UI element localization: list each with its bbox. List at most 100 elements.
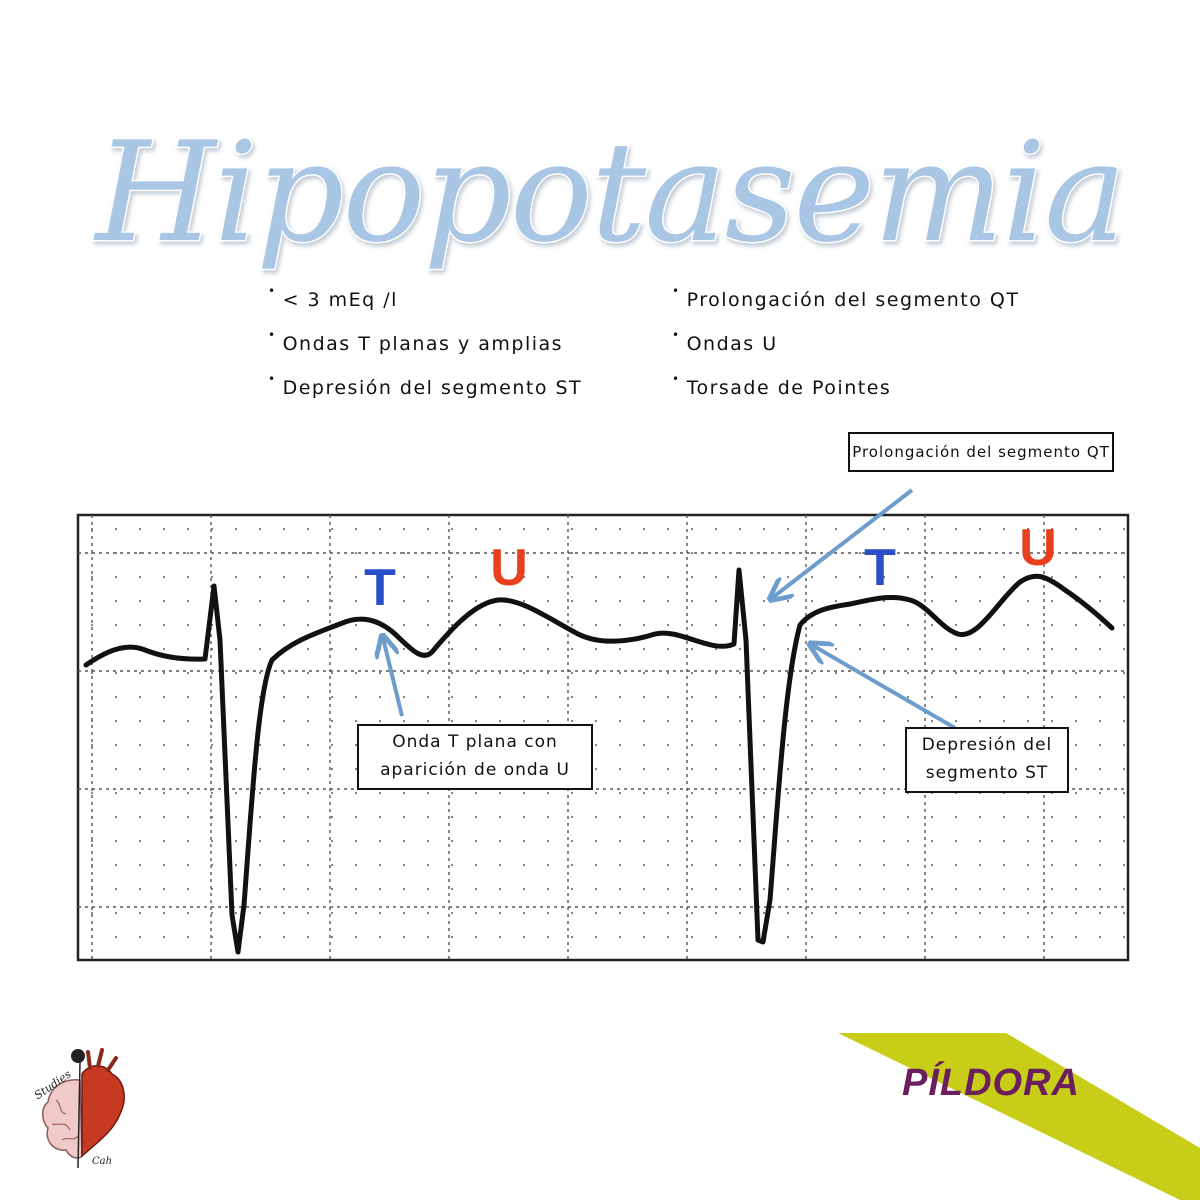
grid-dot [1050, 911, 1054, 915]
grid-dot [666, 863, 670, 867]
grid-dot [570, 575, 574, 579]
grid-dot [450, 575, 454, 579]
grid-dot [1002, 623, 1006, 627]
grid-dot [714, 671, 718, 675]
grid-dot [642, 623, 646, 627]
grid-dot [546, 551, 550, 555]
grid-dot [258, 647, 262, 651]
grid-dot [570, 719, 574, 723]
grid-dot [90, 599, 94, 603]
grid-dot [786, 911, 790, 915]
grid-dot [690, 767, 694, 771]
grid-dot [1026, 599, 1030, 603]
grid-dot [762, 647, 766, 651]
grid-dot [690, 887, 694, 891]
grid-dot [1050, 623, 1054, 627]
grid-dot [378, 935, 382, 939]
grid-dot [162, 743, 166, 747]
grid-dot [546, 815, 550, 819]
grid-dot [282, 575, 286, 579]
grid-dot [714, 551, 718, 555]
grid-dot [546, 863, 550, 867]
grid-dot [522, 863, 526, 867]
bullet-item: •Depresión del segmento ST [268, 372, 583, 399]
grid-dot [858, 767, 862, 771]
grid-dot [450, 719, 454, 723]
grid-dot [1002, 551, 1006, 555]
grid-dot [882, 767, 886, 771]
grid-dot [90, 791, 94, 795]
grid-dot [90, 863, 94, 867]
grid-dot [858, 815, 862, 819]
grid-dot [258, 791, 262, 795]
grid-dot [162, 911, 166, 915]
grid-dot [954, 551, 958, 555]
grid-dot [978, 575, 982, 579]
grid-dot [354, 839, 358, 843]
grid-dot [498, 623, 502, 627]
grid-dot [930, 671, 934, 675]
grid-dot [114, 887, 118, 891]
grid-dot [1002, 527, 1006, 531]
grid-dot [210, 743, 214, 747]
grid-dot [258, 743, 262, 747]
grid-dot [810, 575, 814, 579]
grid-dot [90, 815, 94, 819]
grid-dot [162, 599, 166, 603]
grid-dot [114, 695, 118, 699]
grid-dot [498, 815, 502, 819]
grid-dot [186, 599, 190, 603]
grid-dot [594, 647, 598, 651]
grid-dot [354, 887, 358, 891]
grid-dot [930, 575, 934, 579]
grid-dot [810, 599, 814, 603]
grid-dot [834, 551, 838, 555]
grid-dot [138, 719, 142, 723]
grid-dot [90, 695, 94, 699]
grid-dot [618, 551, 622, 555]
grid-dot [282, 935, 286, 939]
grid-dot [810, 911, 814, 915]
grid-dot [594, 575, 598, 579]
grid-dot [810, 791, 814, 795]
grid-dot [234, 839, 238, 843]
grid-dot [402, 863, 406, 867]
grid-dot [570, 911, 574, 915]
grid-dot [666, 695, 670, 699]
grid-dot [474, 551, 478, 555]
grid-dot [258, 551, 262, 555]
grid-dot [426, 887, 430, 891]
grid-dot [906, 815, 910, 819]
grid-dot [882, 935, 886, 939]
grid-dot [834, 623, 838, 627]
grid-dot [426, 935, 430, 939]
grid-dot [954, 815, 958, 819]
grid-dot [1002, 887, 1006, 891]
grid-dot [882, 863, 886, 867]
grid-dot [114, 935, 118, 939]
grid-dot [1002, 815, 1006, 819]
grid-dot [378, 839, 382, 843]
grid-dot [162, 935, 166, 939]
grid-dot [234, 791, 238, 795]
grid-dot [90, 767, 94, 771]
grid-dot [354, 767, 358, 771]
grid-dot [90, 575, 94, 579]
grid-dot [858, 551, 862, 555]
grid-dot [978, 527, 982, 531]
grid-dot [474, 863, 478, 867]
grid-dot [618, 767, 622, 771]
grid-dot [450, 791, 454, 795]
grid-dot [858, 911, 862, 915]
grid-dot [834, 575, 838, 579]
grid-dot [834, 719, 838, 723]
grid-dot [738, 551, 742, 555]
grid-dot [306, 671, 310, 675]
grid-dot [1074, 719, 1078, 723]
grid-dot [810, 863, 814, 867]
grid-dot [138, 791, 142, 795]
grid-dot [1002, 911, 1006, 915]
grid-dot [210, 647, 214, 651]
grid-dot [858, 647, 862, 651]
grid-dot [522, 695, 526, 699]
